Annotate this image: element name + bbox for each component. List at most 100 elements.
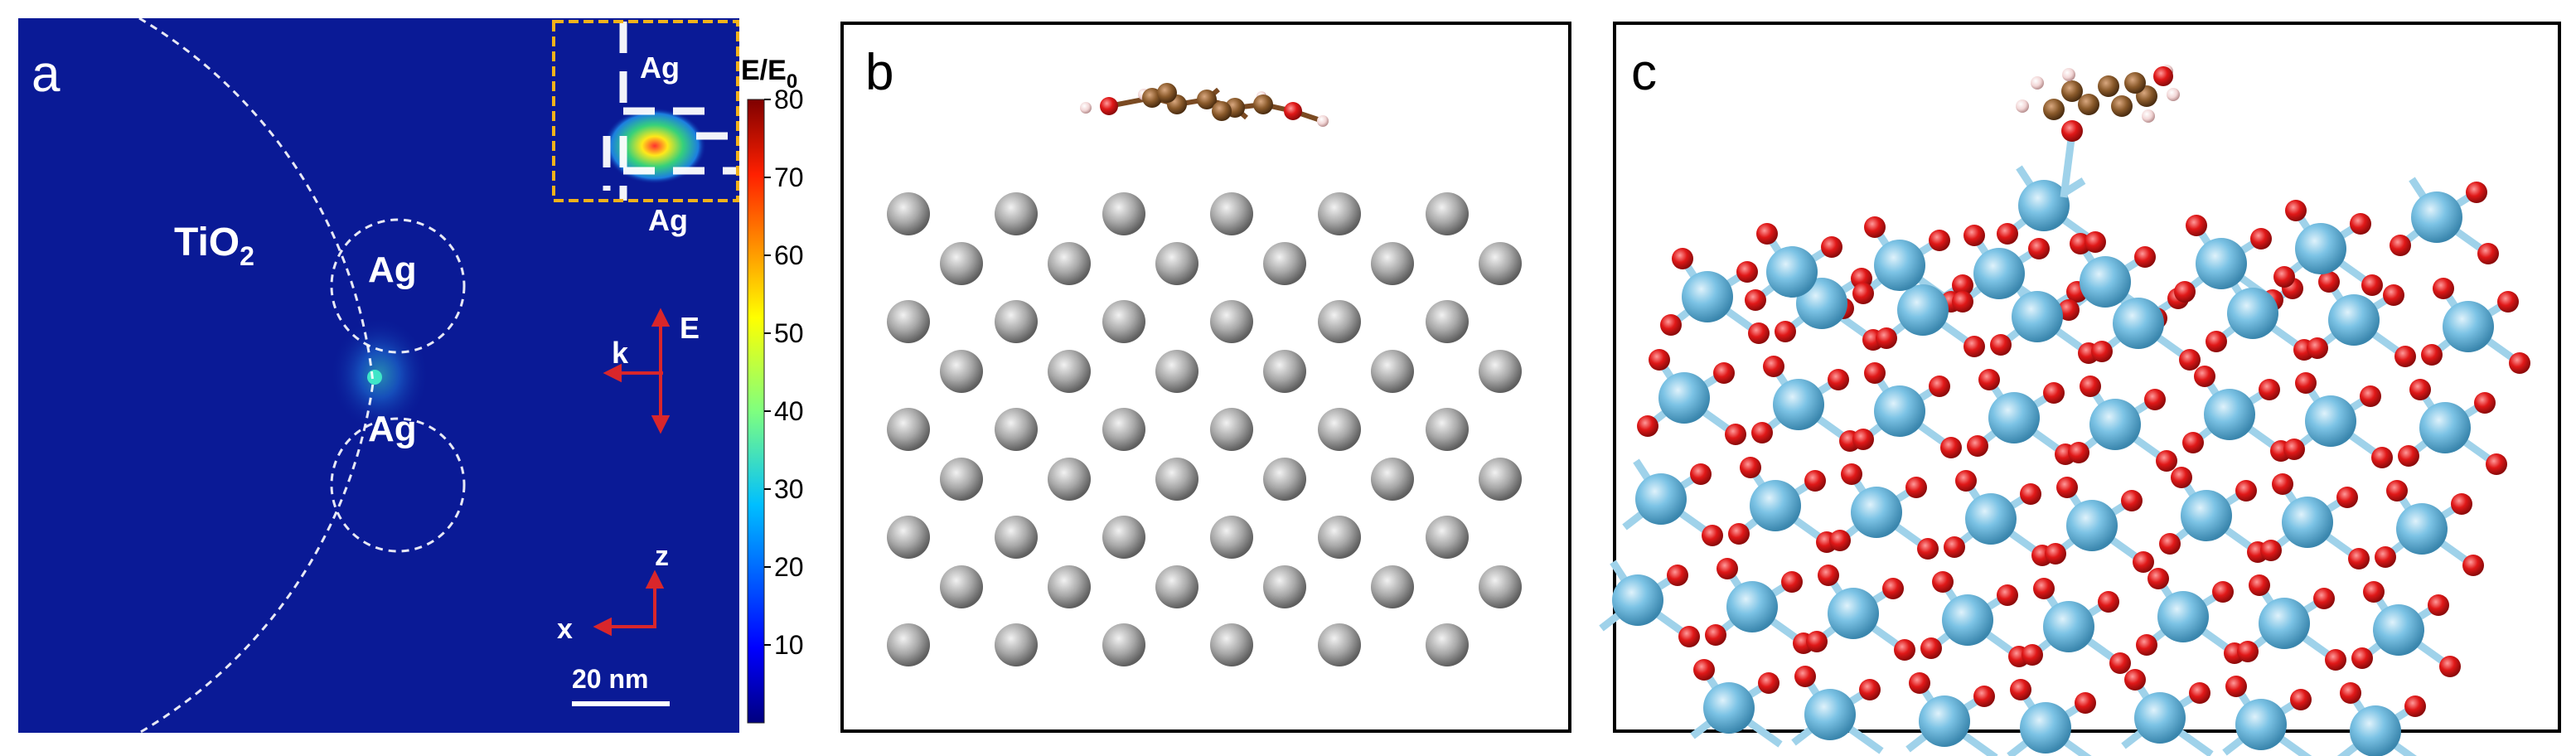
oxygen-atom [1917,538,1939,560]
oxygen-atom [1929,376,1950,397]
oxygen-atom [2068,442,2089,463]
oxygen-atom [1828,369,1849,390]
titanium-atom [1635,473,1687,525]
carbon-atom [2043,99,2065,120]
oxygen-atom [1876,327,1897,349]
ag-atom [1371,350,1414,393]
titanium-atom [2089,399,2141,450]
ag-atom [940,565,983,608]
ag-atom [1048,242,1091,285]
tio2-slab [1599,165,2530,756]
titanium-atom [1965,493,2017,545]
oxygen-atom [2171,467,2192,488]
scale-bar-label: 20 nm [572,664,648,694]
oxygen-atom [2360,385,2381,407]
ag-atom [995,300,1038,343]
titanium-atom [1658,372,1710,424]
oxygen-atom [2124,669,2146,691]
ag-atom [1210,516,1253,559]
ag-atom [1210,300,1253,343]
titanium-atom [2012,291,2063,342]
hydrogen-atom [2167,88,2180,101]
oxygen-atom [2174,281,2196,303]
titanium-atom [2328,294,2380,346]
inset-ag-bottom-label: Ag [648,203,688,237]
oxygen-atom [1920,637,1942,659]
oxygen-atom [2212,581,2234,603]
oxygen-atom [2249,574,2270,596]
oxygen-atom [1978,369,2000,390]
titanium-atom [2419,402,2471,453]
oxygen-atom [1973,686,1995,707]
oxygen-atom [1806,631,1828,652]
ag-top-boundary [330,218,466,354]
oxygen-atom [2313,588,2335,609]
oxygen-atom [1756,223,1778,245]
oxygen-atom [2462,555,2484,576]
oxygen-atom [2121,490,2143,511]
hotspot-inset: Ag Ag [552,20,739,237]
oxygen-atom [2361,274,2383,296]
ag-atom [1426,623,1469,666]
inset-border [552,20,739,202]
oxygen-atom [1775,321,1796,342]
colorbar-tick-label: 80 [774,85,804,114]
oxygen-atom [1967,435,1988,457]
colorbar-tick-label: 10 [774,630,804,660]
colorbar-tick-label: 40 [774,396,804,426]
ag-atom [940,350,983,393]
oxygen-atom [2206,331,2227,352]
oxygen-atom [1728,523,1750,545]
ag-atom [1318,623,1361,666]
oxygen-atom [2398,445,2419,467]
oxygen-atom [1284,102,1302,120]
ag-bottom-boundary [330,417,466,553]
ag-lattice [887,192,1522,666]
ag-atom [887,623,930,666]
hydrogen-atom [2142,109,2155,123]
oxygen-atom [2033,578,2055,599]
carbon-atom [1157,83,1177,103]
titanium-atom [2305,395,2356,447]
ag-atom [1263,565,1306,608]
oxygen-atom [1952,274,1973,296]
ag-atom [1263,242,1306,285]
oxygen-atom [2028,238,2050,259]
oxygen-atom [2235,480,2257,502]
oxygen-atom [1740,457,1761,478]
oxygen-atom [2394,346,2416,367]
ag-atom [1426,192,1469,235]
oxygen-atom [2466,182,2487,203]
oxygen-atom [1818,565,1839,586]
oxygen-atom [1672,248,1693,269]
ag-atom [1102,300,1145,343]
oxygen-atom [2351,647,2373,669]
oxygen-atom [1821,236,1842,258]
carbon-atom [1253,94,1273,114]
oxygen-atom [2474,392,2496,414]
oxygen-atom [2109,652,2131,674]
oxygen-atom [2136,634,2157,656]
titanium-atom [2373,604,2424,656]
oxygen-atom [2147,568,2169,589]
oxygen-atom [1852,283,1874,304]
ag-atom [1479,565,1522,608]
ag-atom [887,516,930,559]
adsorbate-molecule-c [2016,65,2180,198]
ag-atom [1263,458,1306,501]
ag-atom [1155,458,1198,501]
titanium-atom [2259,598,2310,649]
oxygen-atom [2404,695,2426,717]
oxygen-atom [1894,639,1915,661]
inset-ag-top-label: Ag [640,51,680,85]
oxygen-atom [2144,389,2166,410]
titanium-atom [1973,248,2025,299]
ag-atom [1102,192,1145,235]
ag-atom [1371,565,1414,608]
oxygen-atom [2020,483,2041,505]
colorbar-tick-label: 70 [774,162,804,192]
oxygen-atom [2156,450,2177,472]
oxygen-atom [1864,216,1886,238]
oxygen-atom [1963,225,1985,246]
titanium-atom [2080,256,2131,308]
